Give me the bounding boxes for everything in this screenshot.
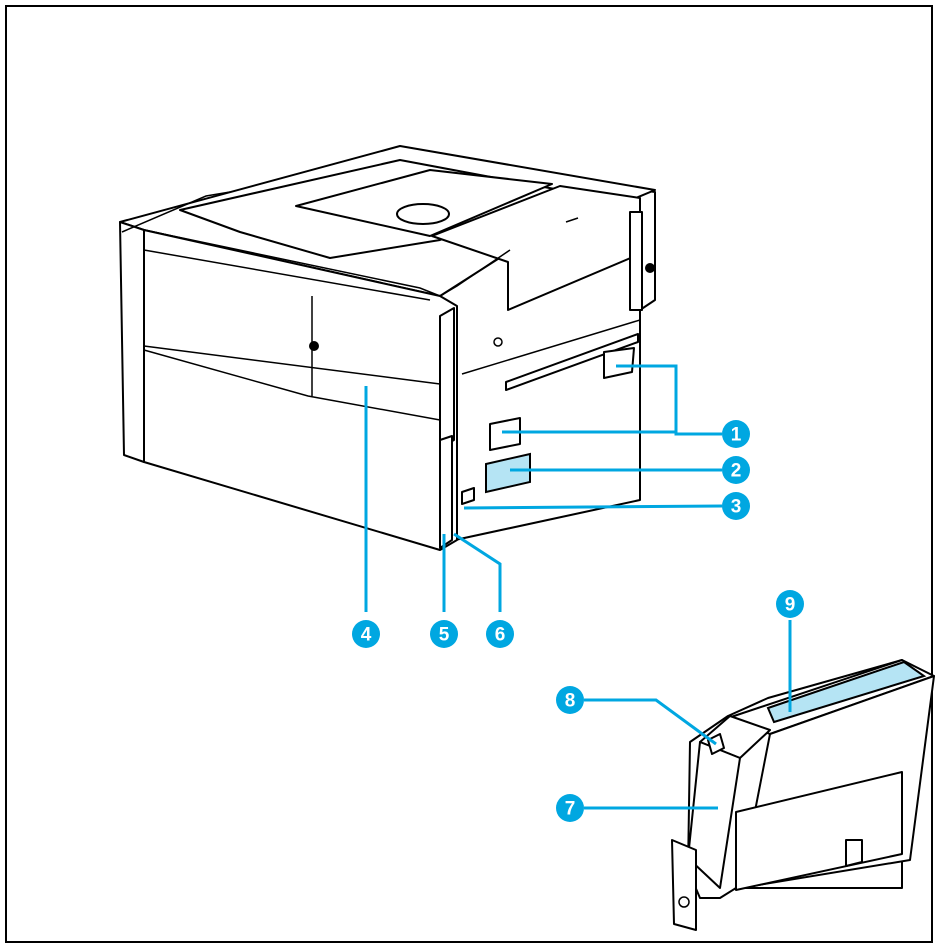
printer-illustration: [119, 145, 656, 551]
front-line-2: [143, 345, 441, 385]
callout-3-label: 3: [731, 497, 742, 518]
duplex-latch-left: [489, 417, 521, 451]
callout-6-label: 6: [495, 625, 506, 646]
callout-5-label: 5: [439, 625, 450, 646]
top-slot: [565, 217, 579, 223]
duplex-foot-left: [671, 839, 697, 931]
callout-9-label: 9: [785, 595, 796, 616]
right-side-pin: [645, 263, 655, 273]
callout-9: 9: [776, 590, 804, 618]
callout-8: 8: [556, 686, 584, 714]
duplex-foot-hole: [678, 896, 690, 908]
small-latch: [461, 487, 475, 505]
right-side-rail: [629, 211, 643, 311]
border: [5, 5, 933, 943]
callout-4: 4: [352, 620, 380, 648]
callout-2-label: 2: [731, 461, 742, 482]
top-left-edge: [121, 191, 231, 233]
top-edge-line: [143, 229, 511, 297]
side-cover-strip: [439, 435, 453, 549]
side-slot: [505, 333, 639, 391]
callout-1-badge: [722, 420, 750, 448]
leader-3: [463, 504, 723, 510]
callout-1-label: 1: [731, 425, 742, 446]
leader-1-top: [616, 364, 722, 436]
callout-8-badge: [556, 686, 584, 714]
callout-3-badge: [722, 492, 750, 520]
callout-7: 7: [556, 794, 584, 822]
label-area: [485, 452, 531, 494]
duplex-foot-right: [845, 839, 863, 867]
leader-6: [453, 532, 502, 612]
front-door-latch: [309, 341, 319, 351]
callout-6: 6: [486, 620, 514, 648]
duplex-latch-right: [603, 347, 635, 379]
front-line-1: [143, 249, 431, 301]
callout-7-label: 7: [565, 799, 576, 820]
callout-6-badge: [486, 620, 514, 648]
callout-7-badge: [556, 794, 584, 822]
top-output-bin: [295, 169, 553, 237]
duplex-top-highlight: [766, 660, 927, 724]
front-right-strip: [439, 307, 455, 449]
top-knob: [396, 203, 450, 225]
leader-8: [584, 698, 717, 746]
callout-4-label: 4: [361, 625, 372, 646]
callout-2: 2: [722, 456, 750, 484]
callout-8-label: 8: [565, 691, 576, 712]
duplex-unit-illustration: [671, 659, 935, 931]
callout-5-badge: [430, 620, 458, 648]
callout-1: 1: [722, 420, 750, 448]
callout-4-badge: [352, 620, 380, 648]
duplex-side-panel: [687, 741, 741, 889]
side-seam-upper: [461, 319, 641, 375]
callout-5: 5: [430, 620, 458, 648]
front-line-3: [143, 349, 441, 421]
leader-lines: [364, 364, 792, 810]
callout-3: 3: [722, 492, 750, 520]
callout-9-badge: [776, 590, 804, 618]
side-screw: [493, 337, 503, 347]
callout-2-badge: [722, 456, 750, 484]
printer-left-edge: [119, 221, 145, 463]
